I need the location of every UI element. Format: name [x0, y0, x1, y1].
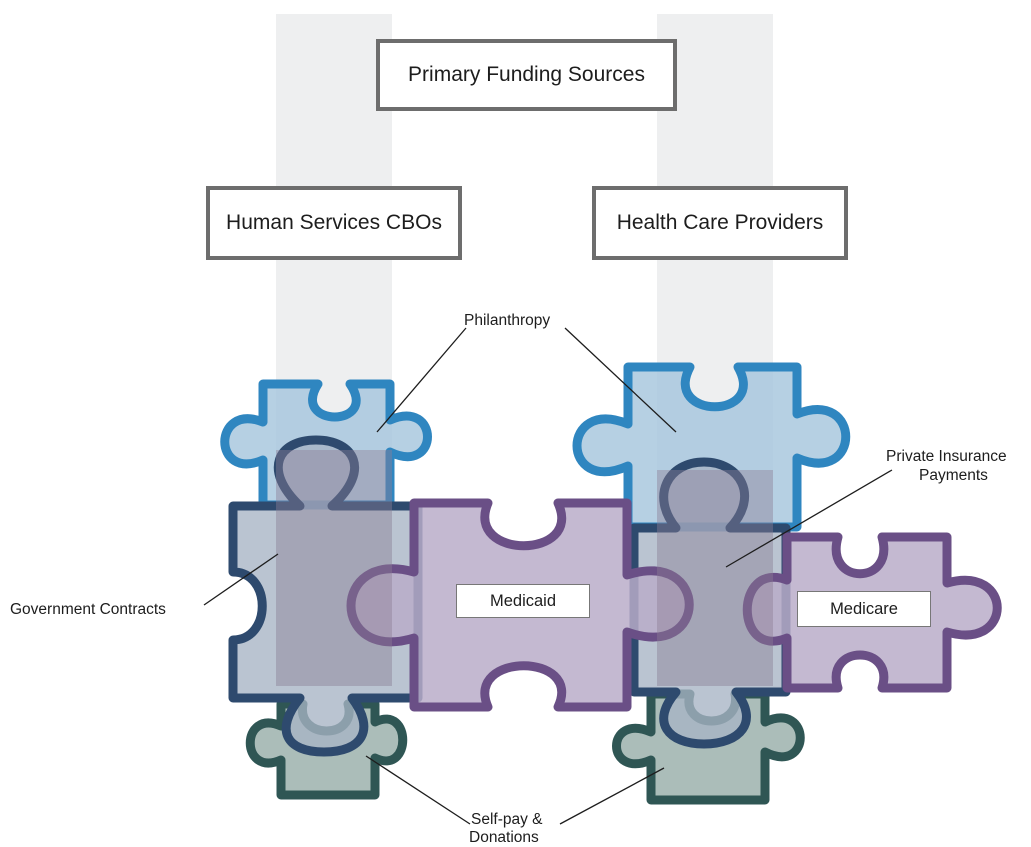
callout-philanthropy: Philanthropy [464, 312, 551, 329]
column-header-human-services: Human Services CBOs [206, 186, 462, 260]
left-band-overlay [276, 450, 392, 686]
callout-line-philanthropy-left [376, 327, 467, 433]
callout-line-self-pay-left [365, 755, 471, 825]
medicare-label: Medicare [797, 591, 931, 627]
callout-self-pay-line2: Donations [469, 829, 539, 846]
callout-line-philanthropy-right [564, 327, 677, 433]
callout-private-insurance-line1: Private Insurance [886, 448, 1007, 465]
callout-line-self-pay-right [559, 767, 665, 825]
philanthropy-piece-right [572, 362, 851, 532]
callout-self-pay-line1: Self-pay & [471, 811, 543, 828]
callout-private-insurance-line2: Payments [919, 467, 988, 484]
diagram-title: Primary Funding Sources [376, 39, 677, 111]
callout-line-private-insurance [725, 469, 893, 568]
column-header-health-care: Health Care Providers [592, 186, 848, 260]
government-piece-left [228, 435, 423, 757]
callout-government-contracts: Government Contracts [10, 601, 166, 618]
callout-line-government [203, 553, 279, 606]
medicaid-label: Medicaid [456, 584, 590, 618]
right-band-overlay [657, 470, 773, 686]
